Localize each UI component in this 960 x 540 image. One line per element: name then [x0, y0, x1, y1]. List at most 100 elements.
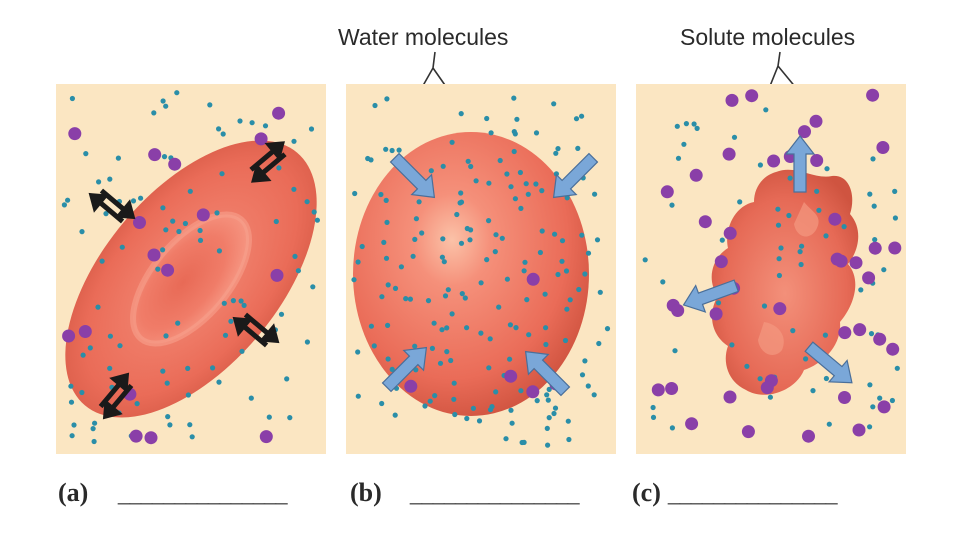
water-molecule	[412, 236, 418, 242]
water-molecule	[514, 116, 520, 122]
water-molecule	[249, 120, 255, 126]
water-molecule	[731, 134, 738, 140]
water-molecule	[130, 198, 137, 204]
water-molecule	[368, 323, 374, 329]
water-molecule	[579, 372, 586, 378]
water-molecule	[504, 276, 510, 282]
water-molecule	[487, 407, 494, 413]
water-molecule	[355, 349, 361, 355]
shrunken-cell-c	[711, 169, 859, 395]
water-molecule	[512, 131, 518, 137]
water-molecule	[228, 318, 234, 324]
water-molecule	[454, 211, 460, 218]
water-molecule	[439, 327, 445, 333]
water-molecule	[691, 121, 697, 127]
solute-molecule	[866, 88, 880, 102]
water-molecule	[440, 236, 446, 242]
water-molecule	[592, 191, 598, 197]
water-molecule	[675, 155, 682, 161]
water-molecule	[68, 383, 74, 389]
water-molecule	[222, 332, 229, 338]
water-molecule	[694, 125, 700, 131]
water-molecule	[165, 414, 171, 420]
water-molecule	[546, 415, 552, 421]
solute-molecule	[671, 304, 685, 317]
water-molecule	[503, 436, 509, 442]
water-molecule	[486, 365, 492, 371]
solute-molecule	[68, 127, 82, 141]
molecules-a	[61, 90, 320, 445]
water-molecule	[167, 422, 173, 428]
water-molecule	[428, 168, 434, 174]
water-molecule	[534, 398, 540, 404]
water-molecule	[91, 438, 97, 445]
answer-blank-a[interactable]: _______________	[118, 480, 288, 505]
water-molecule	[508, 184, 514, 190]
water-molecule	[719, 237, 725, 243]
solute-molecule	[886, 342, 900, 356]
water-molecule	[604, 326, 611, 332]
swollen-cell-b	[353, 132, 589, 416]
water-molecule	[715, 300, 722, 306]
water-molecule	[197, 227, 203, 234]
solute-molecule	[741, 425, 755, 439]
water-molecule	[650, 414, 657, 420]
water-molecule	[467, 237, 473, 243]
water-molecule	[518, 388, 524, 394]
water-molecule	[579, 232, 585, 238]
water-molecule	[384, 96, 390, 102]
water-molecule	[445, 287, 451, 293]
water-molecule	[221, 300, 227, 306]
solute-molecule	[745, 89, 759, 103]
solute-molecule	[259, 430, 273, 444]
water-molecule	[287, 415, 293, 421]
solute-molecule	[873, 332, 887, 346]
answer-blank-b[interactable]: _______________	[410, 480, 580, 505]
water-molecule	[216, 248, 222, 254]
water-molecule	[207, 102, 213, 108]
solute-molecule	[270, 268, 284, 282]
solute-molecule	[147, 248, 161, 262]
water-molecule	[776, 256, 782, 262]
water-molecule	[522, 259, 528, 265]
water-molecule	[210, 365, 216, 371]
water-molecule	[877, 395, 883, 401]
water-molecule	[775, 222, 782, 228]
water-molecule	[216, 379, 222, 385]
solute-molecule	[660, 185, 674, 199]
answer-blank-c[interactable]: _______________	[668, 480, 838, 505]
solute-molecule	[144, 431, 158, 445]
solute-molecule	[802, 429, 815, 443]
water-molecule	[553, 150, 559, 156]
water-molecule	[544, 392, 550, 398]
caption-a: (a)	[58, 478, 89, 507]
solute-molecule	[709, 307, 723, 321]
water-molecule	[787, 175, 793, 181]
water-molecule	[478, 280, 484, 286]
water-molecule	[451, 380, 457, 386]
water-molecule	[185, 365, 191, 371]
water-molecule	[484, 257, 490, 263]
solute-molecule	[168, 157, 182, 171]
water-molecule	[552, 405, 559, 411]
water-molecule	[238, 298, 244, 304]
water-molecule	[872, 237, 878, 243]
water-molecule	[69, 433, 75, 439]
water-molecule	[379, 400, 385, 407]
water-molecule	[824, 166, 830, 172]
water-molecule	[822, 332, 828, 338]
water-molecule	[484, 115, 490, 122]
water-molecule	[310, 284, 316, 290]
water-molecule	[672, 348, 678, 354]
water-molecule	[451, 396, 457, 402]
water-molecule	[117, 343, 123, 349]
water-molecule	[459, 291, 465, 297]
water-molecule	[392, 285, 399, 291]
water-molecule	[566, 436, 572, 443]
solute-molecule	[62, 329, 76, 343]
water-molecule	[476, 418, 483, 424]
water-molecule	[551, 410, 557, 417]
water-molecule	[841, 224, 847, 230]
solute-molecule	[862, 271, 876, 285]
water-molecule	[384, 219, 390, 225]
